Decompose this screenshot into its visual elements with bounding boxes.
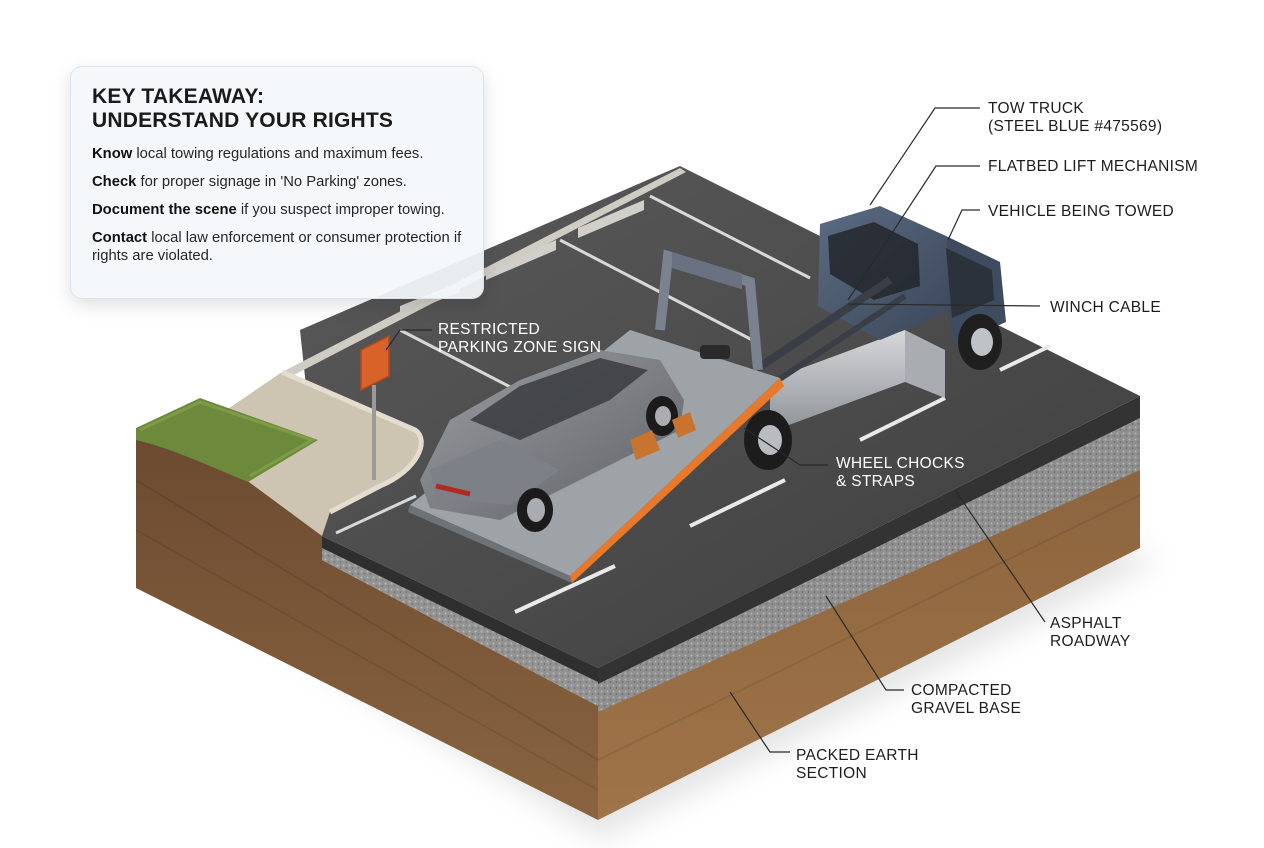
takeaway-point-keyword: Know: [92, 146, 133, 162]
takeaway-point-text: local law enforcement or consumer protec…: [92, 230, 462, 264]
packed-earth-right-face: [597, 440, 1141, 820]
key-takeaway-card: KEY TAKEAWAY: UNDERSTAND YOUR RIGHTS Kno…: [70, 66, 484, 299]
label-winch-cable: WINCH CABLE: [1050, 299, 1161, 316]
label-gravel-line2: GRAVEL BASE: [911, 700, 1021, 717]
takeaway-point: Document the scene if you suspect improp…: [92, 201, 463, 219]
label-asphalt-line1: ASPHALT: [1050, 615, 1122, 632]
label-sign-line1: RESTRICTED: [438, 321, 540, 338]
takeaway-point-text: local towing regulations and maximum fee…: [132, 146, 424, 162]
grass-patch: [136, 398, 318, 482]
restricted-parking-sign: [360, 334, 390, 480]
sidewalk: [200, 369, 424, 536]
packed-earth-left-face: [135, 428, 599, 820]
takeaway-title-line1: KEY TAKEAWAY:: [92, 85, 265, 108]
label-earth-line2: SECTION: [796, 765, 867, 782]
takeaway-title: KEY TAKEAWAY: UNDERSTAND YOUR RIGHTS: [92, 85, 463, 133]
towed-car: [420, 350, 696, 532]
curb-stops: [282, 168, 686, 378]
label-vehicle: VEHICLE BEING TOWED: [988, 203, 1174, 220]
takeaway-point: Check for proper signage in 'No Parking'…: [92, 173, 463, 191]
label-tow-truck: TOW TRUCK: [988, 100, 1084, 117]
asphalt-edge: [322, 396, 1140, 684]
label-asphalt-line2: ROADWAY: [1050, 633, 1130, 650]
takeaway-point-keyword: Check: [92, 174, 137, 190]
takeaway-point-keyword: Contact: [92, 230, 148, 246]
takeaway-point-text: if you suspect improper towing.: [236, 202, 445, 218]
label-earth-line1: PACKED EARTH: [796, 747, 919, 764]
tow-truck: [737, 206, 1006, 470]
takeaway-point-text: for proper signage in 'No Parking' zones…: [136, 174, 407, 190]
label-gravel-line1: COMPACTED: [911, 682, 1012, 699]
callout-labels: TOW TRUCK (STEEL BLUE #475569) FLATBED L…: [438, 100, 1198, 782]
label-chocks-line2: & STRAPS: [836, 473, 915, 490]
callout-lines: [385, 107, 1046, 753]
takeaway-title-line2: UNDERSTAND YOUR RIGHTS: [92, 109, 394, 132]
label-sign-line2: PARKING ZONE SIGN: [438, 339, 601, 356]
label-chocks-line1: WHEEL CHOCKS: [836, 455, 965, 472]
takeaway-point: Contact local law enforcement or consume…: [92, 229, 463, 265]
takeaway-point: Know local towing regulations and maximu…: [92, 145, 463, 163]
label-tow-truck-color: (STEEL BLUE #475569): [988, 118, 1162, 135]
takeaway-point-keyword: Document the scene: [92, 202, 237, 218]
label-flatbed-lift: FLATBED LIFT MECHANISM: [988, 158, 1198, 175]
